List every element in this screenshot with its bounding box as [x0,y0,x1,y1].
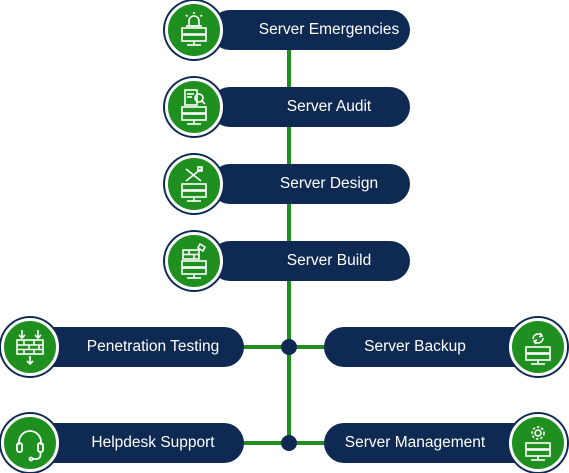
node-server-emergencies[interactable]: Server Emergencies [210,10,410,50]
node-penetration-testing[interactable]: Penetration Testing [24,327,244,367]
server-backup-icon [509,318,567,376]
node-server-audit[interactable]: Server Audit [210,87,410,127]
server-alarm-icon [165,1,223,59]
node-label: Server Management [344,434,486,451]
node-label: Server Design [279,175,379,192]
junction-dot-lower [281,435,297,451]
node-label: Server Backup [364,338,466,355]
node-server-design[interactable]: Server Design [210,164,410,204]
firewall-icon [1,318,59,376]
node-server-backup[interactable]: Server Backup [324,327,544,367]
server-design-icon [165,155,223,213]
server-audit-icon [165,78,223,136]
node-helpdesk-support[interactable]: Helpdesk Support [24,423,244,463]
node-label: Server Emergencies [258,21,400,38]
node-server-management[interactable]: Server Management [324,423,544,463]
server-management-icon [509,414,567,472]
node-label: Penetration Testing [86,338,220,355]
node-label: Helpdesk Support [91,434,215,451]
node-label: Server Audit [286,98,372,115]
headset-icon [1,414,59,472]
server-build-icon [165,232,223,290]
junction-dot-upper [281,339,297,355]
node-label: Server Build [286,252,372,269]
node-server-build[interactable]: Server Build [210,241,410,281]
